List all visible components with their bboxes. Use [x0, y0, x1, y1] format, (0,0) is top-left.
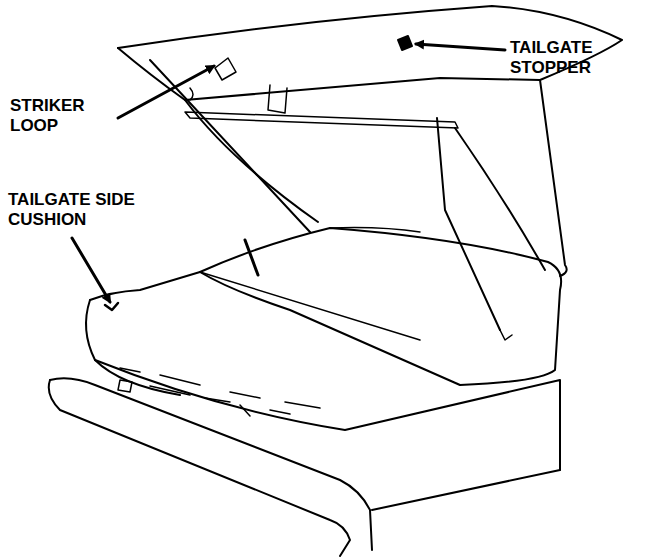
part-label: TAILGATE STOPPER — [510, 38, 622, 78]
part-label: STRIKER LOOP — [10, 96, 105, 136]
part-label: TAILGATE SIDE CUSHION — [8, 190, 138, 230]
